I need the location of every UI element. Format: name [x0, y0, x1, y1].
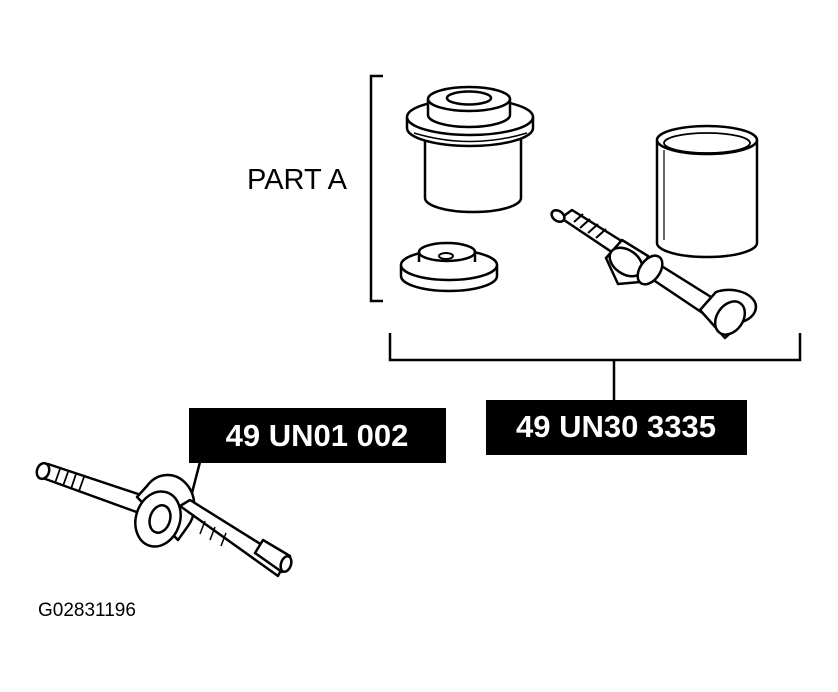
part-a-label: PART A: [247, 164, 348, 196]
figure-code: G02831196: [38, 600, 136, 621]
tool-number-shaft-text: 49 UN01 002: [226, 418, 409, 453]
forcing-screw: [550, 208, 758, 340]
tool-kit-bracket: [388, 333, 802, 401]
shaft-tool: [35, 461, 293, 578]
tool-number-label-shaft: 49 UN01 002: [189, 408, 446, 463]
sleeve-cylinder: [655, 124, 759, 259]
flat-washer: [399, 241, 499, 293]
tool-number-label-kit: 49 UN30 3335: [486, 400, 747, 455]
part-a-bracket: [369, 74, 383, 303]
flanged-cup: [405, 85, 535, 214]
tool-number-kit-text: 49 UN30 3335: [516, 409, 716, 444]
